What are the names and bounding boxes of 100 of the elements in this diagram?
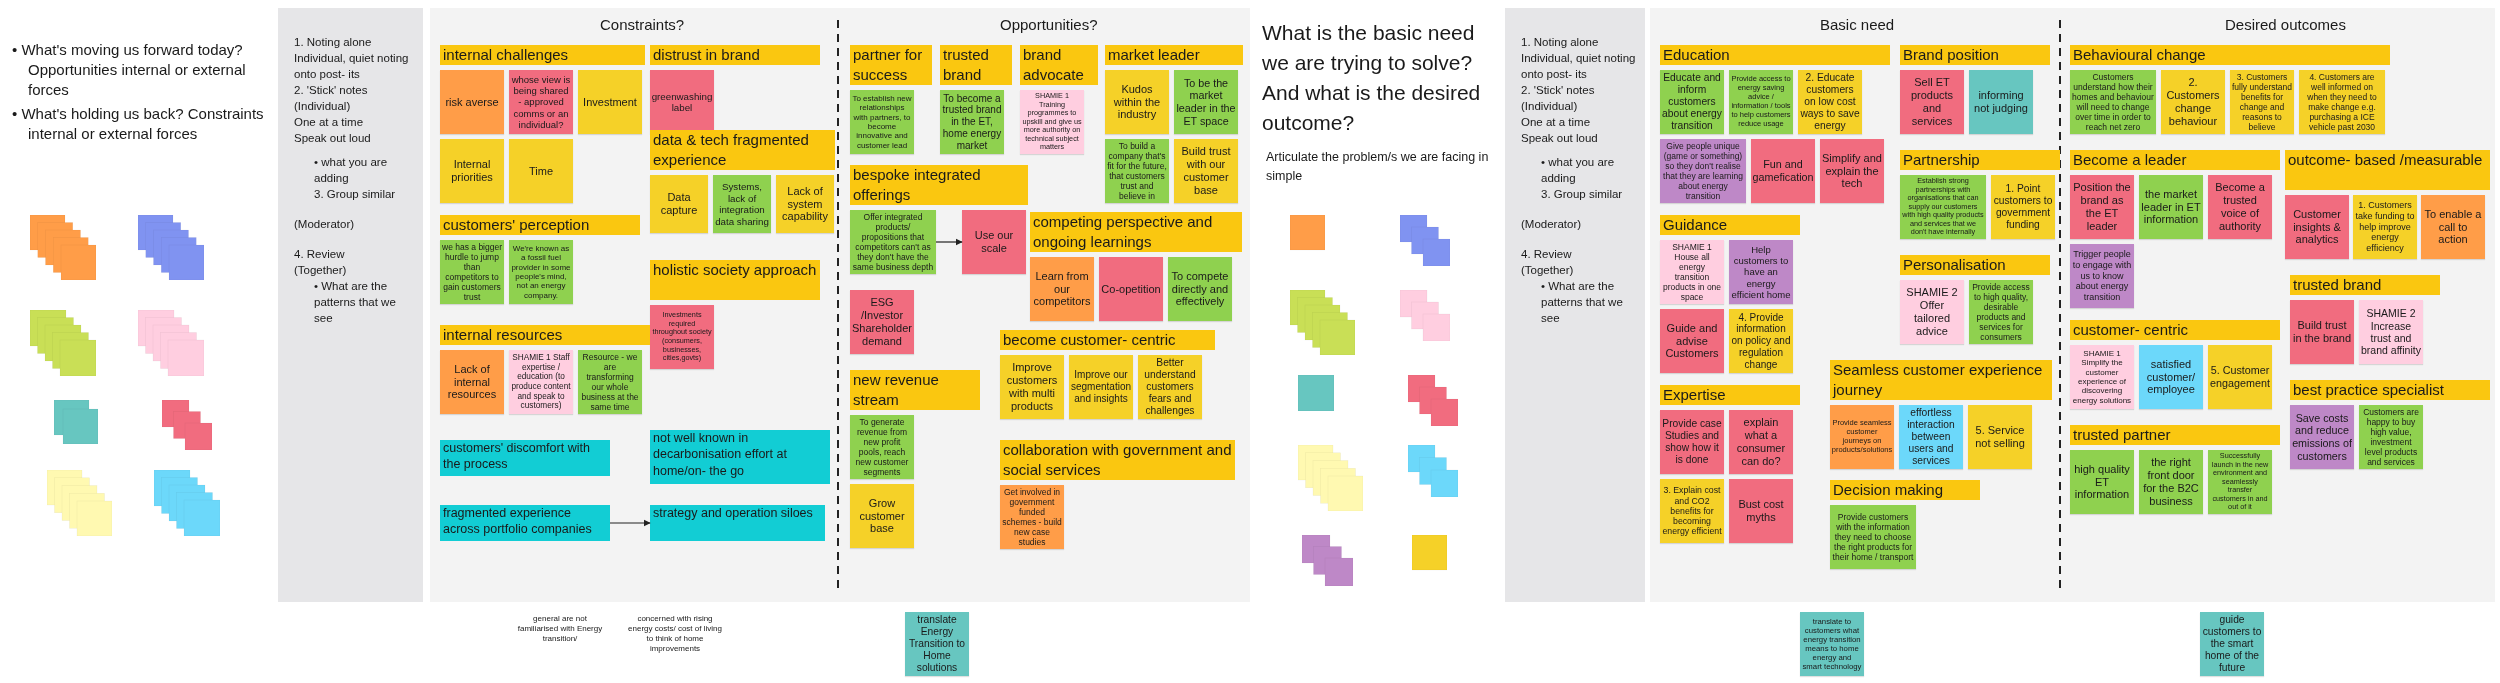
instruction-step: • what you are adding	[314, 154, 415, 186]
sticky-note: whose view is being shared - approved comms or an individual?	[509, 70, 573, 134]
sticky-note: informing not judging	[1969, 70, 2033, 134]
highlighted-note: fragmented experience across portfolio companies	[440, 505, 610, 541]
sticky-note	[1290, 215, 1325, 251]
instruction-step: One at a time	[294, 114, 415, 130]
sticky-note: SHAMIE 1 Simplify the customer experience of discovering energy solutions	[2070, 345, 2134, 409]
topic-heading: Education	[1660, 45, 1890, 65]
sticky-note: effortless interaction between users and services	[1899, 405, 1963, 469]
topic-heading: Seamless customer experience journey	[1830, 360, 2052, 400]
sticky-note: 4. Customers are well informed on when they need to make change e.g. purchasing a ICE vehicle past 2030	[2299, 70, 2385, 134]
sticky-note: We're known as a fossil fuel provider in some people's mind, not an energy company.	[509, 240, 573, 304]
instruction-step: • what you are adding	[1541, 154, 1637, 186]
sticky-note-stack	[1290, 290, 1355, 355]
sticky-note: Provide case Studies and show how it is done	[1660, 410, 1724, 474]
sticky-note: Offer integrated products/ propositions that competitors can't as they don't have the same business depth	[850, 210, 936, 274]
sticky-note: Provide access to high quality, desirable products and services for consumers	[1969, 280, 2033, 344]
topic-heading: competing perspective and ongoing learnings	[1030, 212, 1242, 252]
sticky-note: 5. Customer engagement	[2208, 345, 2272, 409]
sticky-note: Better understand customers fears and challenges	[1138, 355, 1202, 419]
instruction-step: • What are the patterns that we see	[1541, 278, 1637, 326]
sticky-note: Help customers to have an energy efficient home	[1729, 240, 1793, 304]
topic-heading: internal resources	[440, 325, 650, 345]
sticky-note-stack	[54, 400, 98, 444]
sticky-note: To build a company that's fit for the future, that customers trust and believe in	[1105, 139, 1169, 203]
sticky-note: To become a trusted brand in the ET, home energy market	[940, 90, 1004, 154]
sticky-note: Kudos within the industry	[1105, 70, 1169, 134]
sticky-note-stack	[30, 310, 96, 376]
sticky-note: Lack of system capability	[776, 175, 834, 233]
sticky-note: Guide and advise Customers	[1660, 309, 1724, 373]
highlighted-note: customers' discomfort with the process	[440, 440, 610, 476]
topic-heading: trusted brand	[940, 45, 1012, 85]
topic-heading: distrust in brand	[650, 45, 820, 65]
sticky-note: SHAMIE 2 Offer tailored advice	[1900, 280, 1964, 344]
instruction-step: (Individual)	[294, 98, 415, 114]
topic-heading: holistic society approach	[650, 260, 820, 300]
topic-heading: collaboration with government and social services	[1000, 440, 1235, 480]
note-text: concerned with rising energy costs/ cost of living to think of home improvements	[627, 614, 723, 654]
instruction-step: • What are the patterns that we see	[314, 278, 415, 326]
topic-heading: Guidance	[1660, 215, 1800, 235]
topic-heading: data & tech fragmented experience	[650, 130, 835, 170]
sticky-note-stack	[138, 310, 204, 376]
sticky-note: Bust cost myths	[1729, 479, 1793, 543]
sticky-note	[1298, 375, 1334, 411]
sticky-note: SHAMIE 2 Increase trust and brand affinity	[2359, 300, 2423, 364]
sticky-note: Trigger people to engage with us to know about energy transition	[2070, 244, 2134, 308]
sticky-note: Resource - we are transforming our whole business at the same time	[578, 350, 642, 414]
sticky-note: SHAMIE 1 Staff expertise / education (to produce content and speak to customers)	[509, 350, 573, 414]
topic-heading: trusted brand	[2290, 275, 2440, 295]
instructions-panel	[1505, 8, 1645, 602]
topic-heading: market leader	[1105, 45, 1243, 65]
sticky-note: Educate and inform customers about energy transition	[1660, 70, 1724, 134]
sticky-note: Sell ET products and services	[1900, 70, 1964, 134]
board-panel	[430, 8, 1250, 602]
sticky-note-stack	[1408, 445, 1458, 497]
sticky-note: To generate revenue from new profit pools, reach new customer segments	[850, 415, 914, 479]
instruction-step: 2. 'Stick' notes	[1521, 82, 1637, 98]
topic-heading: partner for success	[850, 45, 932, 85]
topic-heading: Decision making	[1830, 480, 1980, 500]
instruction-step: (Together)	[294, 262, 415, 278]
sticky-note: Provide customers with the information they need to choose the right products for their home / transport	[1830, 505, 1916, 569]
sticky-note: SHAMIE 1 House all energy transition products in one space	[1660, 240, 1724, 304]
instruction-step: (Moderator)	[294, 216, 415, 232]
instructions-panel	[278, 8, 423, 602]
sticky-note: Data capture	[650, 175, 708, 233]
sticky-note: Time	[509, 139, 573, 203]
section-title: Constraints?	[600, 16, 685, 33]
sticky-note: Internal priorities	[440, 139, 504, 203]
section-title: Basic need	[1820, 16, 1895, 33]
sticky-note: 2. Customers change behaviour	[2161, 70, 2225, 134]
topic-heading: Expertise	[1660, 385, 1800, 405]
sticky-note: To be the market leader in the ET space	[1174, 70, 1238, 134]
sticky-note: 1. Point customers to government funding	[1991, 175, 2055, 239]
topic-heading: Become a leader	[2070, 150, 2280, 170]
sticky-note: Improve our segmentation and insights	[1069, 355, 1133, 419]
subtitle-text: Articulate the problem/s we are facing in simple	[1266, 149, 1490, 185]
arrow	[609, 519, 651, 527]
bullet-item: • What's moving us forward today? Opportunities internal or external forces	[12, 40, 247, 100]
sticky-note: 4. Provide information on policy and regulation change	[1729, 309, 1793, 373]
sticky-note: Grow customer base	[850, 484, 914, 548]
sticky-note: 5. Service not selling	[1968, 405, 2032, 469]
topic-heading: customer- centric	[2070, 320, 2280, 340]
topic-heading: become customer- centric	[1000, 330, 1215, 350]
sticky-note: Improve customers with multi products	[1000, 355, 1064, 419]
sticky-note: Become a trusted voice of authority	[2208, 175, 2272, 239]
sticky-note: Give people unique (game or something) so they don't realise that they are learning about energy transition	[1660, 139, 1746, 203]
sticky-note: satisfied customer/ employee	[2139, 345, 2203, 409]
topic-heading: best practice specialist	[2290, 380, 2490, 400]
sticky-note: guide customers to the smart home of the future	[2200, 612, 2264, 676]
sticky-note: To enable a call to action	[2421, 195, 2485, 259]
sticky-note: Simplify and explain the tech	[1820, 139, 1884, 203]
sticky-note-stack	[30, 215, 96, 280]
highlighted-note: not well known in decarbonisation effort at home/on- the go	[650, 430, 830, 484]
sticky-note: Customer insights & analytics	[2285, 195, 2349, 259]
sticky-note: Build trust with our customer base	[1174, 139, 1238, 203]
topic-heading: trusted partner	[2070, 425, 2280, 445]
sticky-note: Lack of internal resources	[440, 350, 504, 414]
instruction-step: 4. Review	[1521, 246, 1637, 262]
note-text: general are not familiarised with Energy transition/	[516, 614, 604, 644]
sticky-note: Customers understand how their homes and behaviour will need to change over time in order to reach net zero	[2070, 70, 2156, 134]
